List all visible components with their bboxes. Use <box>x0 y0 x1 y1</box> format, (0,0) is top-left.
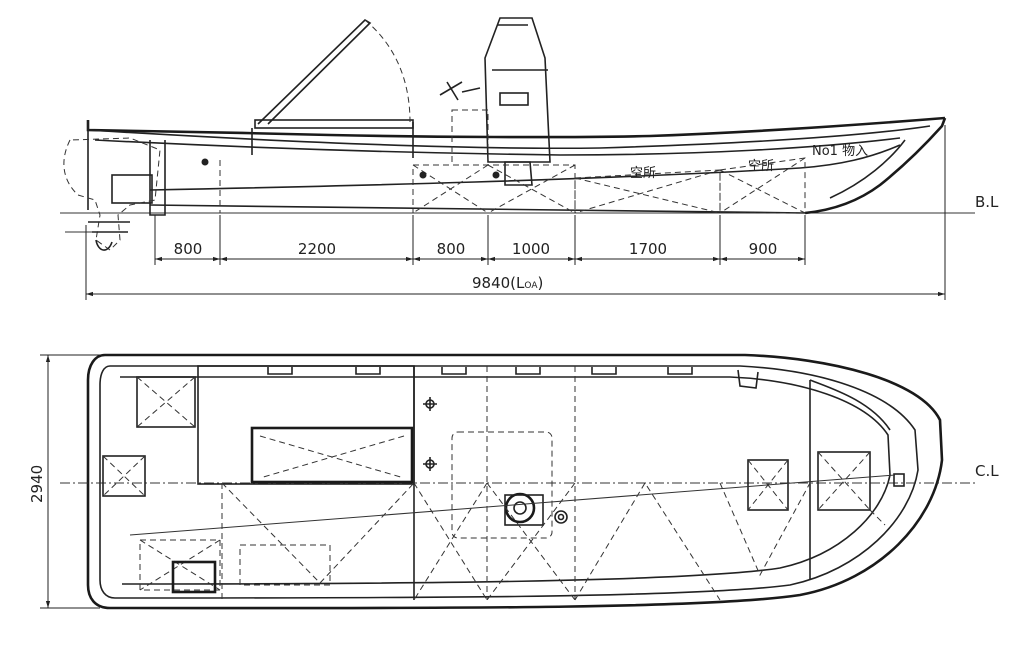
compartment-label-locker: No1 物入 <box>812 144 868 159</box>
side-canopy-frame <box>257 18 372 125</box>
beam-dimension <box>40 354 100 609</box>
plan-deck-edge <box>120 376 891 585</box>
side-steering-wheel <box>439 81 481 101</box>
station-dim-2: 2200 <box>298 240 336 258</box>
side-transom <box>87 120 166 216</box>
side-keel <box>149 204 806 214</box>
station-dimension-arrows <box>86 256 945 297</box>
side-drain-plug-3 <box>492 171 500 179</box>
station-dim-4: 1000 <box>512 240 550 258</box>
plan-helm-wheel <box>504 492 544 526</box>
plan-hatch-cross <box>259 435 405 479</box>
side-chine <box>149 144 901 191</box>
plan-hull-outline <box>86 353 944 610</box>
station-dimension-extension-lines <box>85 125 946 300</box>
station-dim-1: 800 <box>174 240 203 258</box>
plan-bow-hatch-2 <box>817 451 886 526</box>
side-stern-bracket <box>111 174 153 204</box>
plan-console-footprint <box>451 431 553 539</box>
side-compartments <box>219 157 806 214</box>
side-canopy-swing <box>364 19 411 123</box>
plan-stern-hatch <box>136 376 196 428</box>
side-hull-rubrail <box>87 125 931 150</box>
compartment-label-void-2: 空所 <box>748 159 774 174</box>
side-view: 空所 空所 No1 物入 B.L 800 2200 800 100 <box>60 17 999 300</box>
loa-subscript: OA <box>524 281 538 291</box>
side-console-vent <box>499 92 529 106</box>
side-console <box>484 17 551 163</box>
plan-deck-fittings <box>423 397 437 471</box>
side-drain-plug-2 <box>419 171 427 179</box>
loa-label: 9840(L <box>472 274 525 292</box>
side-bow-inner <box>829 139 906 199</box>
plan-stern-well <box>102 455 146 497</box>
station-dim-5: 1700 <box>629 240 667 258</box>
baseline-label: B.L <box>975 193 999 211</box>
plan-cleats <box>267 367 759 389</box>
plan-stern-locker <box>139 539 221 594</box>
plan-gunwale-inner <box>99 365 919 599</box>
side-bow-stem <box>804 117 947 215</box>
station-dim-6: 900 <box>749 240 778 258</box>
centerline-label: C.L <box>975 462 999 480</box>
side-canopy-base <box>254 119 414 129</box>
loa-dimension: 9840(LOA) <box>472 274 543 292</box>
side-cabin-wall <box>251 122 414 158</box>
plan-compartments <box>221 482 811 601</box>
plan-fuel-cap <box>554 510 568 524</box>
side-console-top <box>492 24 548 71</box>
side-hull-sheer <box>86 116 946 139</box>
plan-hatch-frame <box>250 426 414 484</box>
compartment-label-void-1: 空所 <box>630 166 656 181</box>
plan-diagonal-line <box>129 474 896 536</box>
side-propeller <box>88 221 130 251</box>
station-dim-3: 800 <box>437 240 466 258</box>
plan-view: C.L <box>28 353 999 610</box>
loa-close: ) <box>537 274 543 292</box>
beam-label: 2940 <box>28 465 46 503</box>
side-drain-plug-1 <box>201 158 209 166</box>
plan-cabin-top <box>197 365 415 485</box>
side-fuel-tank <box>504 161 533 186</box>
plan-bow-fitting <box>893 473 905 487</box>
